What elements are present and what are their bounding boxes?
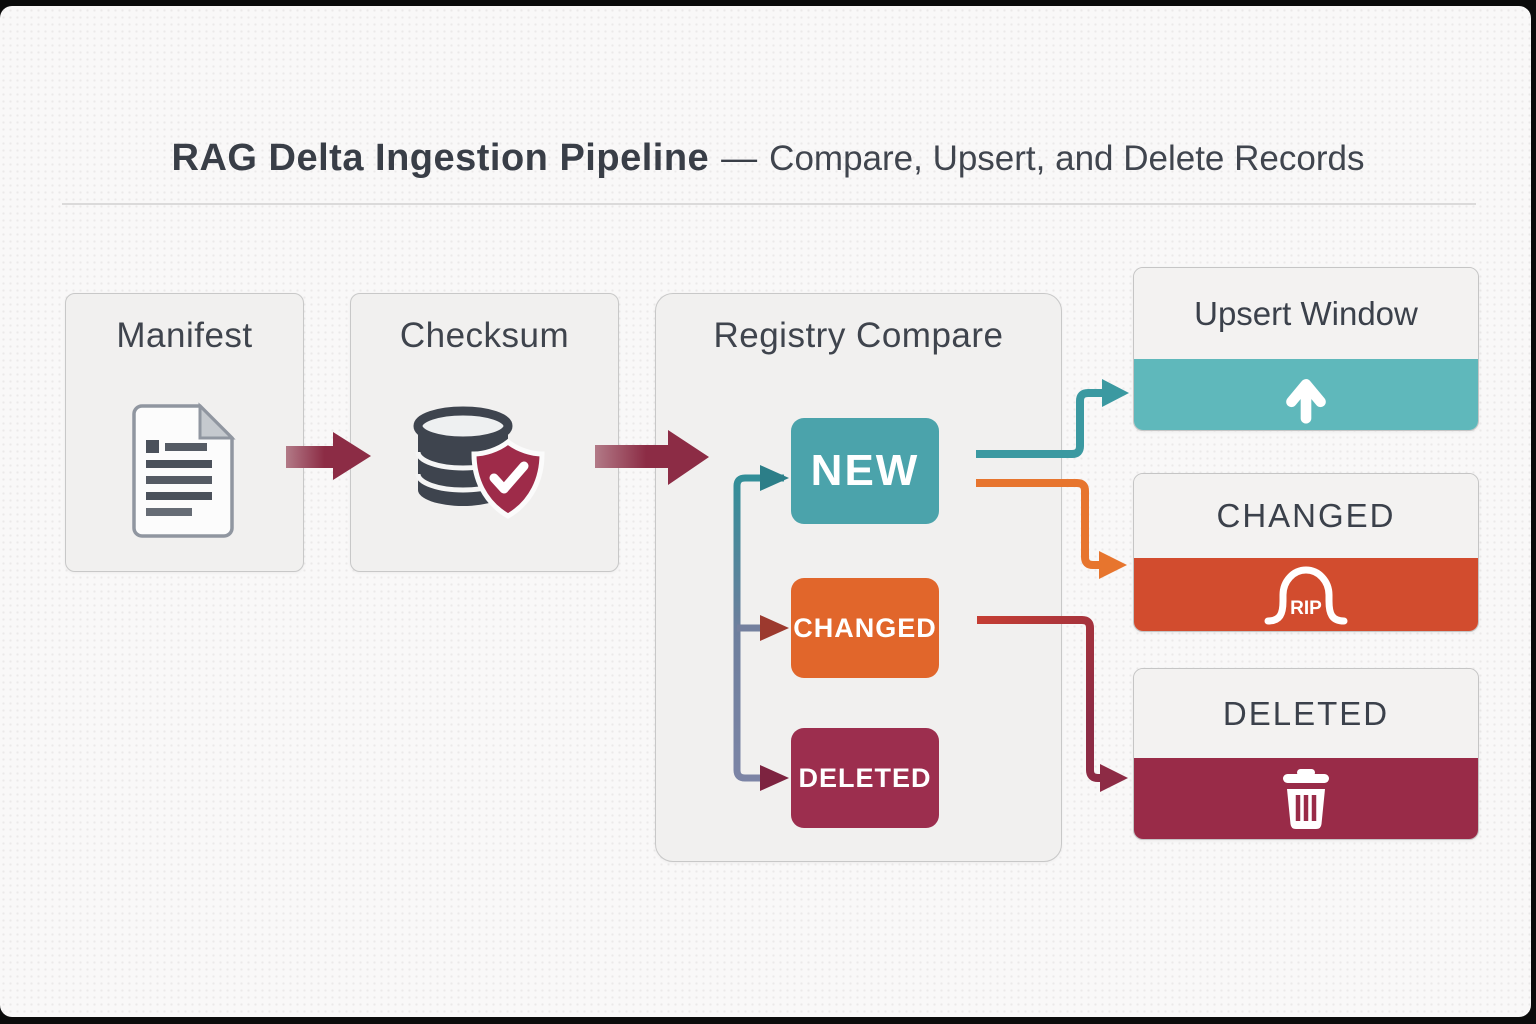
- connector-tab: [758, 451, 802, 491]
- database-shield-check-icon: [413, 406, 545, 519]
- diagram-content: RAG Delta Ingestion Pipeline — Compare, Up…: [0, 6, 1531, 1017]
- title-subtitle: Compare, Upsert, and Delete Records: [769, 139, 1365, 178]
- target-changed-header: CHANGED: [1134, 474, 1478, 558]
- connector-tab: [758, 758, 802, 798]
- arrow-up-icon: [1286, 378, 1326, 424]
- target-changed-label: CHANGED: [1216, 497, 1396, 534]
- target-deleted-header: DELETED: [1134, 669, 1478, 758]
- stage-manifest: Manifest: [65, 293, 304, 572]
- registry-item-new: NEW: [758, 418, 979, 524]
- title-divider: [62, 203, 1476, 205]
- connector-tab: [927, 747, 979, 809]
- document-icon: [132, 402, 236, 538]
- target-upsert-label: Upsert Window: [1194, 294, 1418, 332]
- connector-new-to-upsert-arrowhead: [1102, 379, 1129, 407]
- title-dash: —: [721, 137, 758, 178]
- trash-icon: [1283, 768, 1329, 829]
- connector-new-to-changed-arrowhead: [1099, 551, 1127, 579]
- tombstone-rip-text: RIP: [1290, 598, 1322, 619]
- diagram-canvas: RAG Delta Ingestion Pipeline — Compare, Up…: [0, 6, 1531, 1017]
- connector-changed-to-deleted-arrowhead: [1100, 764, 1128, 792]
- target-changed: CHANGED RIP: [1133, 473, 1479, 632]
- target-upsert-header: Upsert Window: [1134, 268, 1478, 359]
- connector-tab: [927, 440, 979, 502]
- target-changed-body: RIP: [1134, 558, 1478, 631]
- target-deleted-label: DELETED: [1222, 694, 1390, 732]
- stage-registry-compare: Registry Compare NEW CHANGED DELETED: [655, 293, 1062, 862]
- target-deleted-body: [1134, 758, 1478, 839]
- stage-manifest-label: Manifest: [116, 316, 253, 355]
- registry-item-changed-label: CHANGED: [793, 612, 937, 643]
- stage-registry-label: Registry Compare: [713, 316, 1004, 355]
- stage-checksum-label: Checksum: [399, 316, 570, 355]
- page-title: RAG Delta Ingestion Pipeline — Compare, Up…: [0, 132, 1531, 192]
- registry-item-new-label: NEW: [810, 446, 920, 495]
- target-upsert-body: [1134, 359, 1478, 430]
- stage-checksum: Checksum: [350, 293, 619, 572]
- registry-item-deleted-label: DELETED: [798, 762, 932, 793]
- title-main: RAG Delta Ingestion Pipeline: [171, 137, 710, 179]
- target-upsert-window: Upsert Window: [1133, 267, 1479, 431]
- target-deleted: DELETED: [1133, 668, 1479, 840]
- registry-item-deleted: DELETED: [758, 728, 979, 828]
- registry-item-changed: CHANGED: [758, 578, 979, 678]
- tombstone-rip-icon: RIP: [1264, 566, 1348, 624]
